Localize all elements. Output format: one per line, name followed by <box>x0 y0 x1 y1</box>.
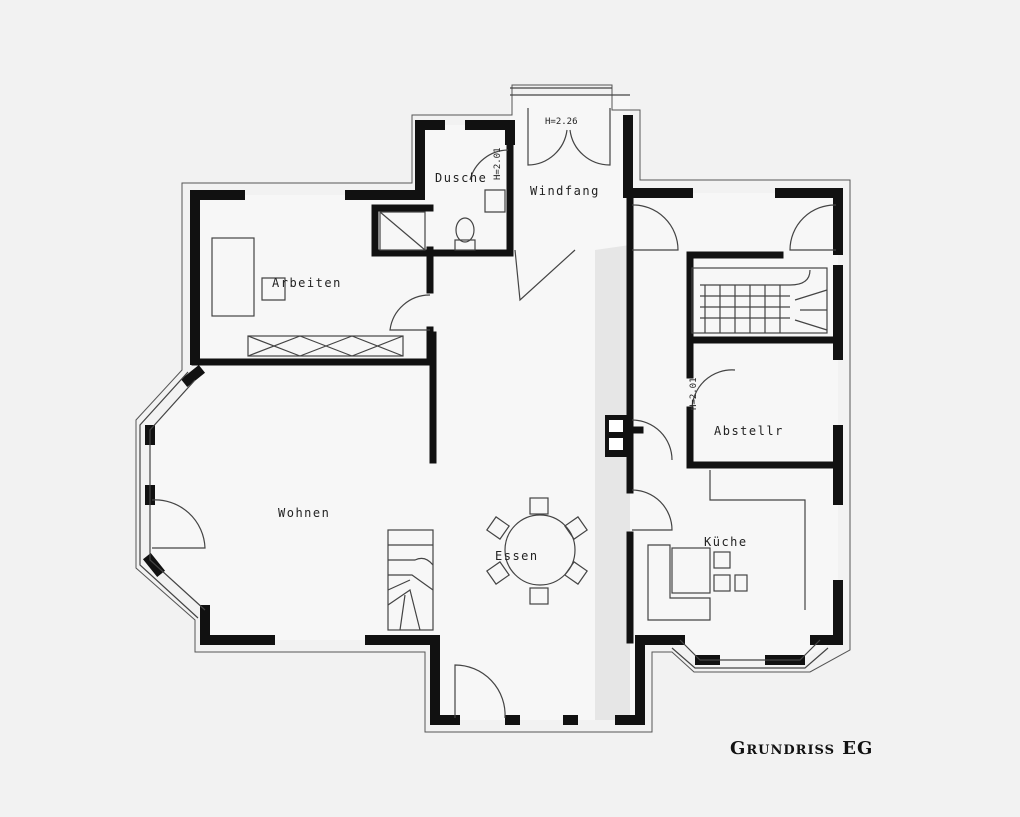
windfang-glass <box>510 87 630 96</box>
interior-walls <box>191 136 842 644</box>
outer-outline <box>135 84 851 733</box>
kitchen-furniture <box>647 544 748 621</box>
room-label-wohnen: Wohnen <box>278 506 330 520</box>
height-label-abstellr: H=2.01 <box>689 377 699 410</box>
room-label-dusche: Dusche <box>435 171 487 185</box>
height-label-windfang: H=2.26 <box>545 117 578 127</box>
room-label-essen: Essen <box>495 549 539 563</box>
plan-title: Grundriss EG <box>730 738 874 759</box>
dining-table <box>486 497 588 605</box>
floor-area <box>150 95 838 720</box>
staircase-left <box>387 529 434 631</box>
wohnen-bay-window <box>139 371 206 619</box>
bathroom-fixtures <box>379 189 506 251</box>
doors <box>151 108 837 719</box>
height-label-dusche: H=2.01 <box>493 147 503 180</box>
corridor-shade <box>595 245 630 720</box>
staircase-right <box>691 267 828 334</box>
fireplace <box>605 415 627 457</box>
room-label-windfang: Windfang <box>530 184 600 198</box>
room-label-arbeiten: Arbeiten <box>272 276 342 290</box>
room-label-abstellr: Abstellr <box>714 424 784 438</box>
arbeiten-furniture <box>211 237 404 357</box>
room-label-kueche: Küche <box>704 535 748 549</box>
kueche-bay-window <box>671 639 829 669</box>
kitchen-counter-line <box>709 470 806 610</box>
